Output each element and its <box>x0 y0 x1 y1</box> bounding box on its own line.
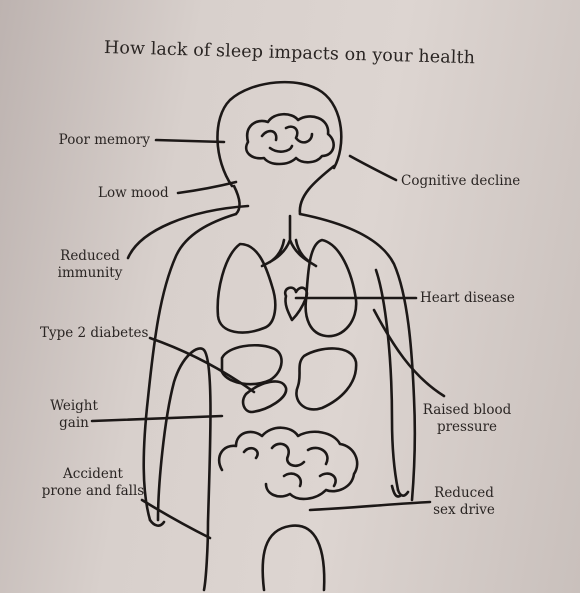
neck-left <box>232 184 241 216</box>
leader-low-mood <box>176 180 238 195</box>
brain <box>244 112 335 166</box>
label-reduced-immunity: Reduced immunity <box>57 248 123 281</box>
intestines <box>217 426 359 501</box>
lung-right <box>304 238 358 338</box>
stomach <box>295 347 358 411</box>
right-arm <box>374 268 400 492</box>
label-weight-gain: Weight gain <box>50 398 98 431</box>
airway <box>260 214 318 268</box>
label-type2-diabetes: Type 2 diabetes <box>40 325 149 341</box>
label-poor-memory: Poor memory <box>58 132 150 148</box>
pancreas <box>241 380 288 414</box>
label-accident-prone: Accident prone and falls <box>41 466 145 499</box>
leader-raised-bp <box>372 308 446 398</box>
label-raised-blood-pressure: Raised blood pressure <box>422 402 512 435</box>
body-outline-right <box>298 212 417 502</box>
pelvis <box>261 524 326 592</box>
liver <box>220 344 283 386</box>
head-outline <box>216 80 343 188</box>
neck-right <box>298 164 336 216</box>
label-cognitive-decline: Cognitive decline <box>401 173 521 189</box>
label-reduced-sex-drive: Reduced sex drive <box>433 485 495 518</box>
heart <box>283 286 309 322</box>
label-heart-disease: Heart disease <box>420 290 515 306</box>
body-outline-left <box>142 212 238 522</box>
right-hand <box>390 484 410 498</box>
lung-left <box>216 242 277 334</box>
left-hand <box>148 518 166 527</box>
leader-poor-memory <box>154 138 226 144</box>
left-arm <box>156 347 212 592</box>
leader-cognitive-decline <box>348 154 398 182</box>
leader-reduced-immunity <box>126 204 250 260</box>
label-low-mood: Low mood <box>98 185 169 201</box>
leader-accident <box>140 498 212 540</box>
leader-type2-diabetes <box>148 336 256 394</box>
leader-weight-gain <box>90 414 224 423</box>
leader-sex-drive <box>308 500 432 512</box>
